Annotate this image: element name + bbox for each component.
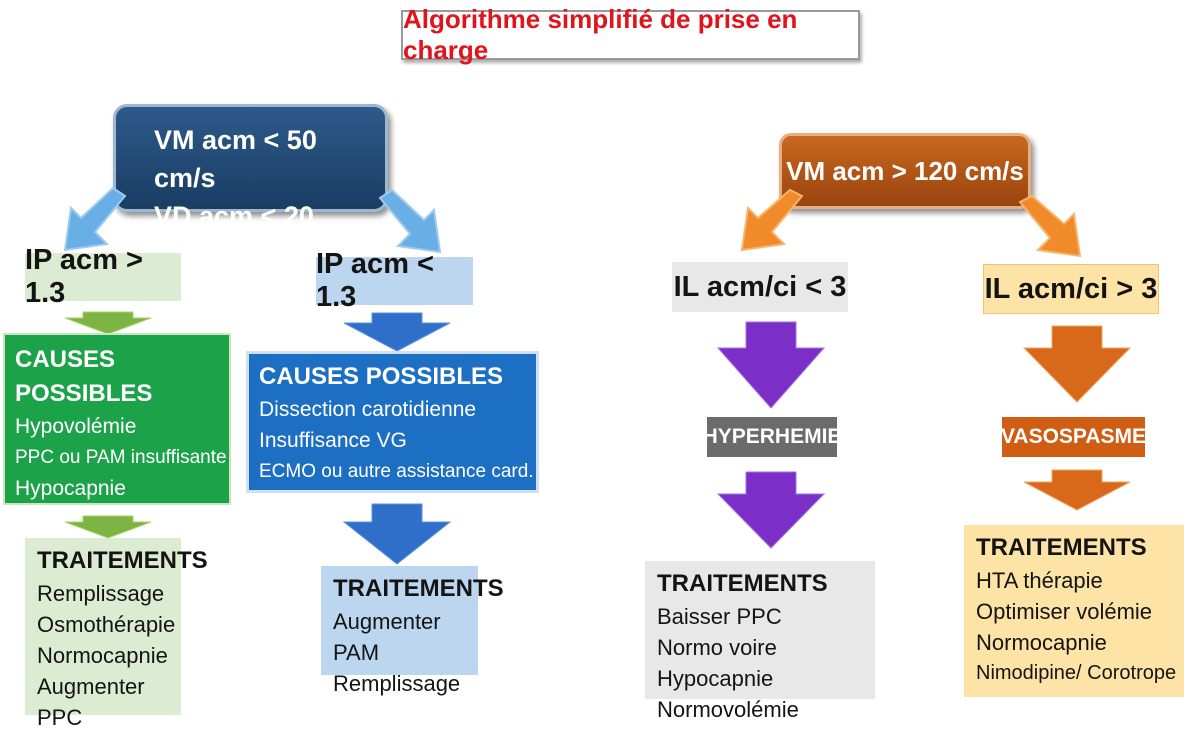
page-title: Algorithme simplifié de prise en charge: [401, 4, 860, 65]
root-left-line1: VM acm < 50 cm/s: [154, 125, 317, 193]
arrow-down-icon: [716, 321, 826, 409]
arrow-down-icon: [1022, 325, 1132, 403]
root-left-line2: VD acm < 20: [154, 201, 314, 231]
hyperhemie-badge: HYPERHEMIE: [703, 417, 841, 457]
causes-box-ip-high: CAUSES POSSIBLES Hypovolémie PPC ou PAM …: [3, 333, 231, 531]
arrow-down-icon: [64, 311, 152, 335]
list-item: Normocapnie: [976, 630, 1107, 655]
root-right-label: VM acm > 120 cm/s: [786, 155, 1024, 186]
treatments-box-il-high: TRAITEMENTS HTA thérapie Optimiser volém…: [964, 525, 1184, 697]
treatments-title: TRAITEMENTS: [976, 534, 1147, 561]
treatments-box-ip-high: TRAITEMENTS Remplissage Osmothérapie Nor…: [25, 538, 208, 730]
list-item: Augmenter PAM: [333, 609, 441, 665]
arrow-down-icon: [64, 515, 152, 539]
arrow-down-left-icon: [740, 188, 804, 252]
list-item: Normocapnie: [37, 643, 168, 668]
vasospasme-badge: VASOSPASME: [1001, 417, 1146, 457]
list-item: PPC ou PAM insuffisante: [15, 447, 227, 468]
treatments-title: TRAITEMENTS: [37, 547, 208, 574]
list-item: Nimodipine/ Corotrope: [976, 662, 1177, 684]
treatments-box-ip-low: TRAITEMENTS Augmenter PAM Remplissage: [321, 566, 504, 696]
treatments-box-il-low: TRAITEMENTS Baisser PPC Normo voire Hypo…: [645, 561, 875, 722]
title-text: Algorithme simplifié de prise en charge: [403, 4, 798, 65]
arrow-down-icon: [716, 471, 826, 549]
treatments-title: TRAITEMENTS: [657, 570, 828, 597]
il-low-label: IL acm/ci < 3: [672, 262, 848, 312]
ip-low-label: IP acm < 1.3: [316, 248, 473, 313]
il-high-label: IL acm/ci > 3: [983, 264, 1159, 314]
arrow-down-right-icon: [378, 188, 442, 254]
list-item: ECMO ou autre assistance card.: [259, 461, 534, 482]
list-item: Normovolémie: [657, 697, 799, 722]
arrow-down-right-icon: [1018, 194, 1082, 258]
arrow-down-left-icon: [63, 186, 127, 252]
list-item: Normo voire Hypocapnie: [657, 635, 777, 691]
treatments-title: TRAITEMENTS: [333, 575, 504, 602]
list-item: Augmenter PPC: [37, 674, 145, 730]
list-item: HTA thérapie: [976, 568, 1103, 593]
list-item: Baisser PPC: [657, 604, 782, 629]
list-item: Insuffisance VG: [259, 429, 407, 452]
list-item: Dissection carotidienne: [259, 398, 477, 421]
list-item: HIC: [15, 508, 52, 531]
list-item: Remplissage: [37, 581, 165, 606]
list-item: Remplissage: [333, 671, 461, 696]
ip-high-label: IP acm > 1.3: [25, 244, 181, 309]
arrow-down-icon: [343, 312, 451, 352]
root-node-left: VM acm < 50 cm/s VD acm < 20: [113, 104, 388, 231]
arrow-down-icon: [342, 503, 452, 565]
list-item: Hypovolémie: [15, 415, 137, 438]
root-node-right: VM acm > 120 cm/s: [779, 133, 1031, 209]
causes-title: CAUSES POSSIBLES: [259, 363, 504, 390]
causes-title: CAUSES POSSIBLES: [15, 346, 153, 407]
causes-box-ip-low: CAUSES POSSIBLES Dissection carotidienne…: [246, 351, 539, 493]
arrow-down-icon: [1023, 469, 1131, 511]
list-item: Optimiser volémie: [976, 599, 1153, 624]
list-item: Hypocapnie: [15, 477, 126, 500]
list-item: Osmothérapie: [37, 612, 176, 637]
